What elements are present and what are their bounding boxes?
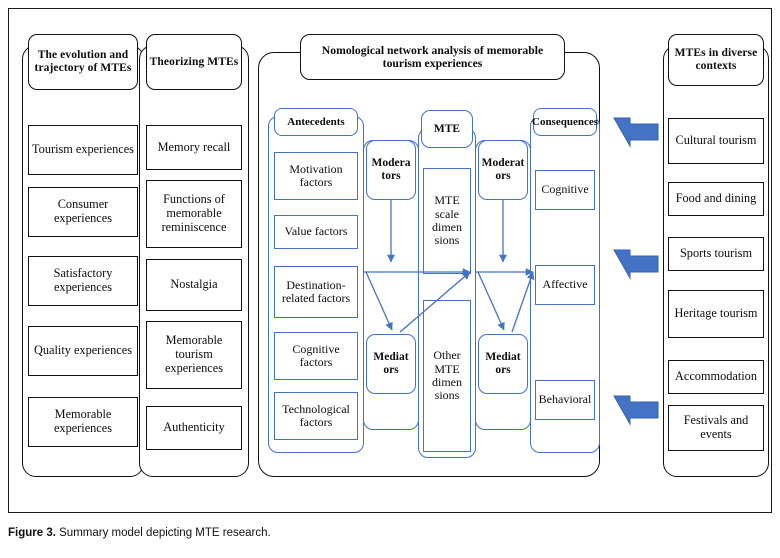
box-tourism-experiences: Tourism experiences xyxy=(28,125,138,175)
box-memorable-experiences: Memorable experiences xyxy=(28,397,138,447)
mte-header: MTE xyxy=(421,110,473,148)
box-consumer-experiences: Consumer experiences xyxy=(28,187,138,237)
box-food-and-dining: Food and dining xyxy=(668,182,764,216)
box-memorable-tourism-experiences: Memorable tourism experiences xyxy=(146,321,242,389)
box-mte-scale-dimensions: MTE scale dimen sions xyxy=(423,168,471,274)
column-evolution-header: The evolution and trajectory of MTEs xyxy=(28,34,138,90)
box-accommodation: Accommodation xyxy=(668,360,764,394)
box-sports-tourism: Sports tourism xyxy=(668,237,764,271)
column-contexts-header: MTEs in diverse contexts xyxy=(668,34,764,86)
antecedents-header: Antecedents xyxy=(274,108,358,136)
right-moderators: Moderat ors xyxy=(478,140,528,200)
figure-caption-label: Figure 3. xyxy=(8,527,56,539)
left-mediators: Mediat ors xyxy=(366,334,416,394)
box-satisfactory-experiences: Satisfactory experiences xyxy=(28,256,138,306)
box-functions-of-memorable-reminiscence: Functions of memorable reminiscence xyxy=(146,180,242,248)
box-memory-recall: Memory recall xyxy=(146,125,242,170)
box-other-mte-dimensions: Other MTE dimen sions xyxy=(423,300,471,452)
right-mediators: Mediat ors xyxy=(478,334,528,394)
box-cognitive: Cognitive xyxy=(535,170,595,210)
figure-caption-text: Summary model depicting MTE research. xyxy=(59,527,271,539)
box-destination-related-factors: Destination-related factors xyxy=(274,266,358,318)
box-affective: Affective xyxy=(535,265,595,305)
box-value-factors: Value factors xyxy=(274,215,358,249)
figure-caption: Figure 3. Summary model depicting MTE re… xyxy=(8,527,608,539)
box-authenticity: Authenticity xyxy=(146,406,242,450)
column-theorizing-header: Theorizing MTEs xyxy=(146,34,242,90)
box-quality-experiences: Quality experiences xyxy=(28,326,138,376)
box-heritage-tourism: Heritage tourism xyxy=(668,290,764,338)
box-cultural-tourism: Cultural tourism xyxy=(668,118,764,164)
box-nostalgia: Nostalgia xyxy=(146,259,242,311)
left-moderators: Modera tors xyxy=(366,140,416,200)
box-festivals-and-events: Festivals and events xyxy=(668,405,764,451)
box-cognitive-factors: Cognitive factors xyxy=(274,332,358,380)
center-panel-title: Nomological network analysis of memorabl… xyxy=(300,34,565,80)
consequences-header: Consequences xyxy=(532,108,598,136)
box-behavioral: Behavioral xyxy=(535,380,595,420)
box-motivation-factors: Motivation factors xyxy=(274,152,358,200)
box-technological-factors: Technological factors xyxy=(274,392,358,440)
